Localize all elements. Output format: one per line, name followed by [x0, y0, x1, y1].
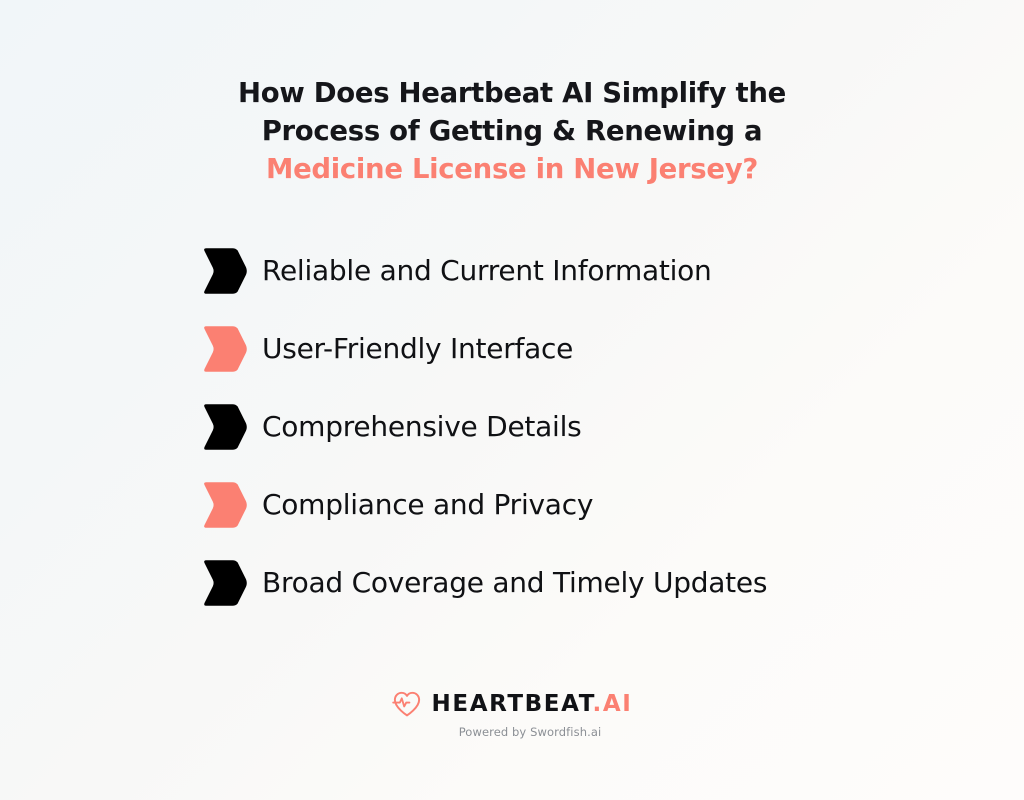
brand-logo: HEARTBEAT.AI Powered by Swordfish.ai: [0, 690, 1024, 739]
logo-row: HEARTBEAT.AI: [391, 690, 633, 718]
list-item: Compliance and Privacy: [199, 480, 859, 530]
logo-brand-text: HEARTBEAT: [431, 690, 593, 717]
list-item-label: Reliable and Current Information: [262, 254, 712, 287]
title-line-1: How Does Heartbeat AI Simplify the: [238, 77, 786, 109]
feature-list: Reliable and Current Information User-Fr…: [199, 246, 859, 608]
list-item-label: Broad Coverage and Timely Updates: [262, 566, 768, 599]
title-line-2: Process of Getting & Renewing a: [261, 115, 763, 147]
chevron-arrow-bullet-icon: [204, 248, 247, 294]
list-item: Comprehensive Details: [199, 402, 859, 452]
list-item-label: User-Friendly Interface: [262, 332, 574, 365]
list-item: Reliable and Current Information: [199, 246, 859, 296]
chevron-arrow-bullet-icon: [204, 560, 247, 606]
chevron-arrow-bullet-icon: [204, 326, 247, 372]
heart-pulse-icon: [391, 691, 420, 717]
list-item: Broad Coverage and Timely Updates: [199, 558, 859, 608]
title-line-3-accent: Medicine License in New Jersey?: [266, 153, 758, 185]
list-item: User-Friendly Interface: [199, 324, 859, 374]
list-item-label: Comprehensive Details: [262, 410, 582, 443]
list-item-label: Compliance and Privacy: [262, 488, 594, 521]
logo-wordmark: HEARTBEAT.AI: [431, 690, 633, 717]
logo-suffix-text: .AI: [592, 690, 633, 717]
chevron-arrow-bullet-icon: [204, 482, 247, 528]
page-title: How Does Heartbeat AI Simplify the Proce…: [132, 74, 892, 188]
logo-tagline: Powered by Swordfish.ai: [458, 725, 602, 739]
chevron-arrow-bullet-icon: [204, 404, 247, 450]
